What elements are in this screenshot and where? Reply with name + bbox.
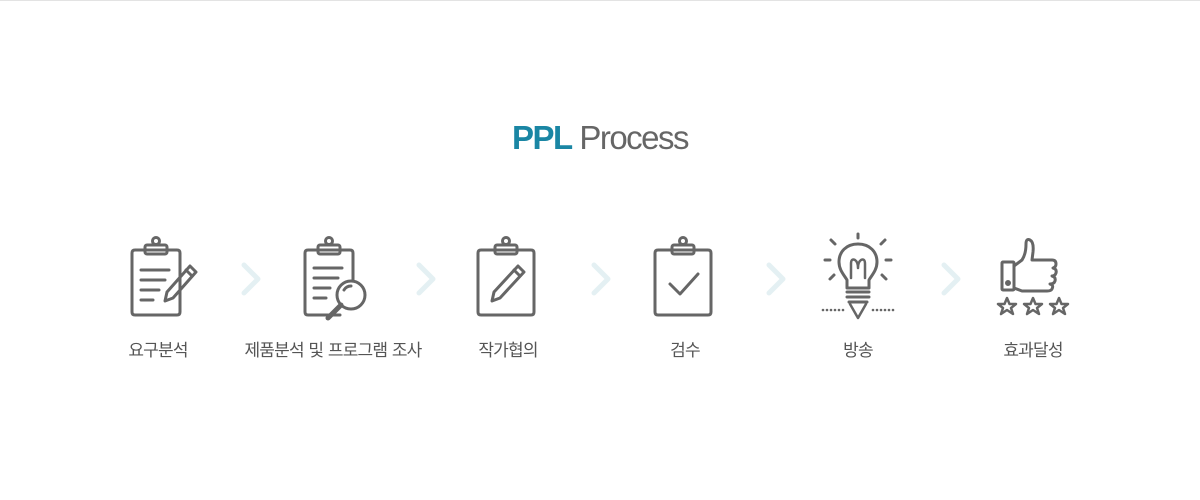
process-step-product-analysis: 제품분석 및 프로그램 조사 bbox=[233, 232, 433, 361]
chevron-right-icon bbox=[941, 262, 961, 296]
chevron-right-icon bbox=[591, 262, 611, 296]
process-step-inspection: 검수 bbox=[585, 232, 785, 361]
clipboard-edit-icon bbox=[476, 236, 536, 317]
step-label: 작가협의 bbox=[478, 341, 538, 361]
clipboard-magnifier-icon bbox=[303, 236, 367, 321]
step-label: 요구분석 bbox=[128, 341, 188, 361]
title-rest: Process bbox=[579, 119, 689, 156]
chevron-right-icon bbox=[416, 262, 436, 296]
top-divider bbox=[0, 0, 1200, 1]
process-step-requirements: 요구분석 bbox=[58, 232, 258, 361]
step-label: 제품분석 및 프로그램 조사 bbox=[244, 341, 422, 361]
step-label: 검수 bbox=[670, 341, 700, 361]
title-accent: PPL bbox=[511, 119, 573, 156]
page-title: PPL Process bbox=[0, 118, 1200, 158]
step-label: 효과달성 bbox=[1003, 341, 1063, 361]
process-step-writer-consultation: 작가협의 bbox=[408, 232, 608, 361]
thumbs-up-stars-icon bbox=[996, 238, 1070, 316]
clipboard-pencil-icon bbox=[130, 236, 198, 317]
process-step-broadcast: 방송 bbox=[758, 232, 958, 361]
step-label: 방송 bbox=[843, 341, 873, 361]
lightbulb-icon bbox=[821, 232, 895, 320]
chevron-right-icon bbox=[766, 262, 786, 296]
chevron-right-icon bbox=[241, 262, 261, 296]
clipboard-check-icon bbox=[653, 236, 713, 317]
process-step-achievement: 효과달성 bbox=[933, 232, 1133, 361]
